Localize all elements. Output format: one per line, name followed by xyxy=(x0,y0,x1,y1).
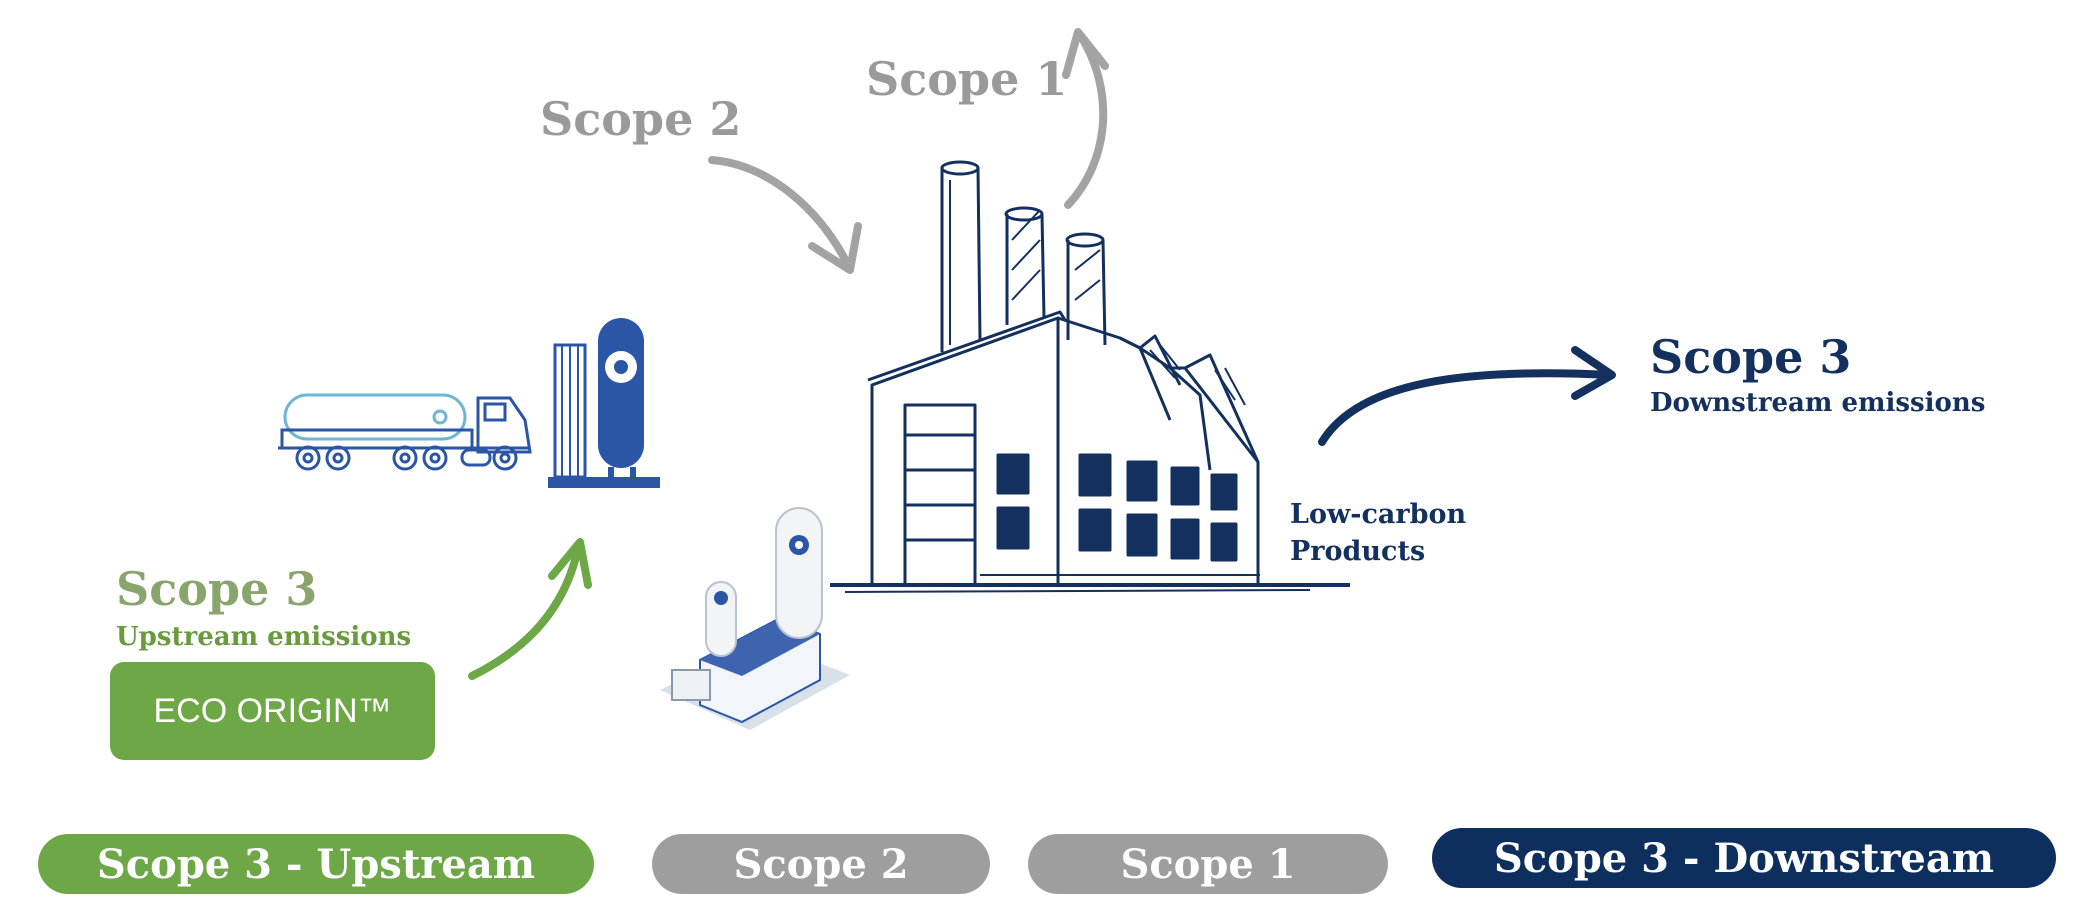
on-site-plant-icon xyxy=(660,507,850,730)
scope1-arrow xyxy=(1062,28,1109,209)
storage-tank-icon xyxy=(548,318,660,488)
low-carbon-products-label: Low-carbon Products xyxy=(1290,496,1466,570)
eco-origin-badge: ECO ORIGIN™ xyxy=(110,662,435,760)
low-carbon-line2: Products xyxy=(1290,536,1426,567)
tanker-truck-icon xyxy=(278,393,532,471)
low-carbon-line1: Low-carbon xyxy=(1290,499,1467,530)
scope3-upstream-title: Scope 3 xyxy=(116,562,318,616)
scope2-arrow xyxy=(708,156,862,274)
scope1-label: Scope 1 xyxy=(866,52,1068,106)
bottom-pill-scope1: Scope 1 xyxy=(1028,834,1388,894)
scope3-upstream-subtitle: Upstream emissions xyxy=(116,622,412,652)
bottom-pill-scope2: Scope 2 xyxy=(652,834,990,894)
scope3-downstream-subtitle: Downstream emissions xyxy=(1650,388,1986,418)
scope2-label: Scope 2 xyxy=(540,92,742,146)
scope3-downstream-title: Scope 3 xyxy=(1650,330,1852,384)
scope3-upstream-arrow xyxy=(468,538,592,680)
bottom-pill-scope3-downstream: Scope 3 - Downstream xyxy=(1432,828,2056,888)
bottom-pill-scope3-upstream: Scope 3 - Upstream xyxy=(38,834,594,894)
factory-sketch-icon xyxy=(830,160,1350,593)
scope3-downstream-arrow xyxy=(1318,346,1616,446)
